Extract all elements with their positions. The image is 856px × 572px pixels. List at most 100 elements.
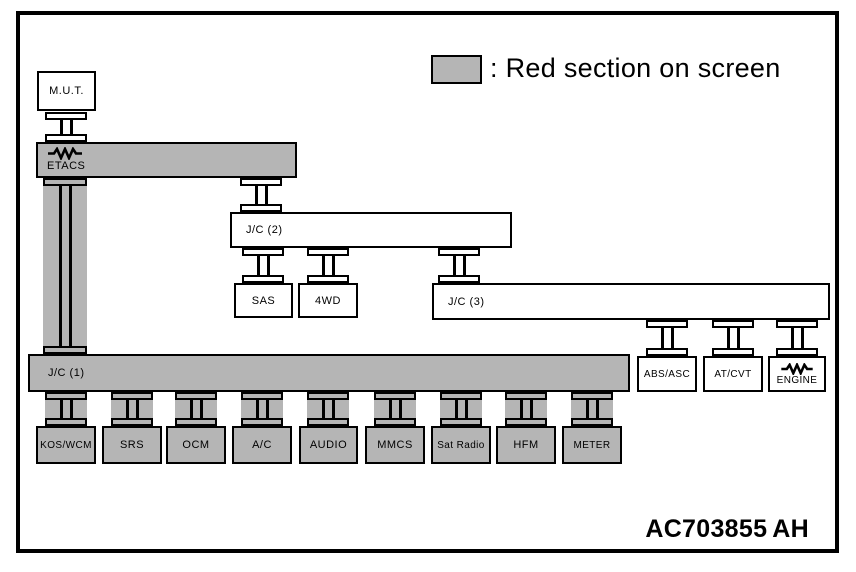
connector-jc1-satradio: [440, 392, 482, 426]
diagram-border: [16, 11, 839, 553]
junction-bar-jc3: J/C (3): [432, 283, 830, 320]
bus-bar-etacs: ETACS: [36, 142, 297, 178]
node-label: J/C (1): [48, 367, 85, 379]
connector-etacs-jc2: [240, 178, 282, 212]
connector-flange: [45, 418, 87, 426]
connector-stem: [454, 400, 468, 418]
terminating-resistor-icon: [48, 147, 82, 161]
connector-jc3-atcvt: [712, 320, 754, 356]
connector-flange: [307, 275, 349, 283]
connector-flange: [242, 275, 284, 283]
node-label: ETACS: [47, 160, 86, 173]
connector-stem: [254, 186, 268, 204]
node-label: ABS/ASC: [643, 368, 691, 380]
connector-flange: [374, 392, 416, 400]
terminating-resistor-icon: [781, 362, 813, 375]
connector-flange: [45, 112, 87, 120]
connector-flange: [307, 392, 349, 400]
connector-flange: [241, 418, 283, 426]
engine-content: ENGINE: [776, 362, 818, 386]
node-label: AUDIO: [309, 439, 348, 451]
node-label: Sat Radio: [437, 439, 485, 451]
connector-flange: [646, 320, 688, 328]
node-label: AT/CVT: [714, 368, 752, 380]
junction-bar-jc1: J/C (1): [28, 354, 630, 392]
node-label: J/C (3): [448, 295, 485, 308]
connector-stem: [519, 400, 533, 418]
connector-stem: [321, 400, 335, 418]
connector-flange: [374, 418, 416, 426]
node-ac: A/C: [232, 426, 292, 464]
connector-stem: [255, 400, 269, 418]
connector-flange: [776, 320, 818, 328]
connector-jc3-absasc: [646, 320, 688, 356]
junction-bar-jc2: J/C (2): [230, 212, 512, 248]
connector-jc3-engine: [776, 320, 818, 356]
connector-stem: [125, 400, 139, 418]
connector-flange: [111, 392, 153, 400]
connector-stem: [58, 186, 72, 346]
node-label: SRS: [119, 439, 145, 451]
connector-jc1-ac: [241, 392, 283, 426]
connector-flange: [505, 418, 547, 426]
connector-flange: [776, 348, 818, 356]
connector-flange: [111, 418, 153, 426]
connector-flange: [440, 392, 482, 400]
connector-etacs-jc1: [43, 178, 87, 354]
figure-code-suffix: AH: [772, 515, 809, 543]
node-label: A/C: [252, 439, 272, 451]
node-label: SAS: [251, 294, 276, 307]
connector-jc1-srs: [111, 392, 153, 426]
legend-swatch: [431, 55, 482, 84]
connector-stem: [189, 400, 203, 418]
node-label: J/C (2): [246, 224, 283, 236]
connector-flange: [175, 418, 217, 426]
connector-stem: [585, 400, 599, 418]
connector-stem: [256, 256, 270, 275]
connector-stem: [59, 120, 73, 134]
node-label: 4WD: [315, 294, 341, 307]
connector-stem: [452, 256, 466, 275]
node-meter: METER: [562, 426, 622, 464]
node-kos-wcm: KOS/WCM: [36, 426, 96, 464]
connector-flange: [438, 248, 480, 256]
connector-flange: [240, 204, 282, 212]
node-label: OCM: [182, 439, 210, 451]
connector-flange: [43, 178, 87, 186]
connector-flange: [646, 348, 688, 356]
connector-jc2-sas: [242, 248, 284, 283]
connector-flange: [438, 275, 480, 283]
connector-jc1-meter: [571, 392, 613, 426]
connector-flange: [571, 392, 613, 400]
node-ocm: OCM: [166, 426, 226, 464]
node-label: ENGINE: [776, 374, 818, 386]
node-label: M.U.T.: [49, 85, 84, 97]
node-mmcs: MMCS: [365, 426, 425, 464]
connector-jc1-hfm: [505, 392, 547, 426]
connector-stem: [660, 328, 674, 348]
node-engine: ENGINE: [768, 356, 826, 392]
connector-flange: [307, 418, 349, 426]
etacs-content: ETACS: [47, 147, 85, 172]
legend-label: : Red section on screen: [490, 53, 781, 83]
connector-flange: [440, 418, 482, 426]
node-label: MMCS: [377, 439, 413, 451]
connector-flange: [43, 346, 87, 354]
node-at-cvt: AT/CVT: [703, 356, 763, 392]
connector-stem: [726, 328, 740, 348]
connector-flange: [175, 392, 217, 400]
node-sat-radio: Sat Radio: [431, 426, 491, 464]
connector-jc1-koswcm: [45, 392, 87, 426]
connector-flange: [307, 248, 349, 256]
connector-flange: [241, 392, 283, 400]
connector-jc2-4wd: [307, 248, 349, 283]
connector-jc1-mmcs: [374, 392, 416, 426]
connector-jc2-jc3: [438, 248, 480, 283]
connector-flange: [240, 178, 282, 186]
connector-flange: [45, 392, 87, 400]
connector-jc1-audio: [307, 392, 349, 426]
connector-jc1-ocm: [175, 392, 217, 426]
node-audio: AUDIO: [299, 426, 358, 464]
